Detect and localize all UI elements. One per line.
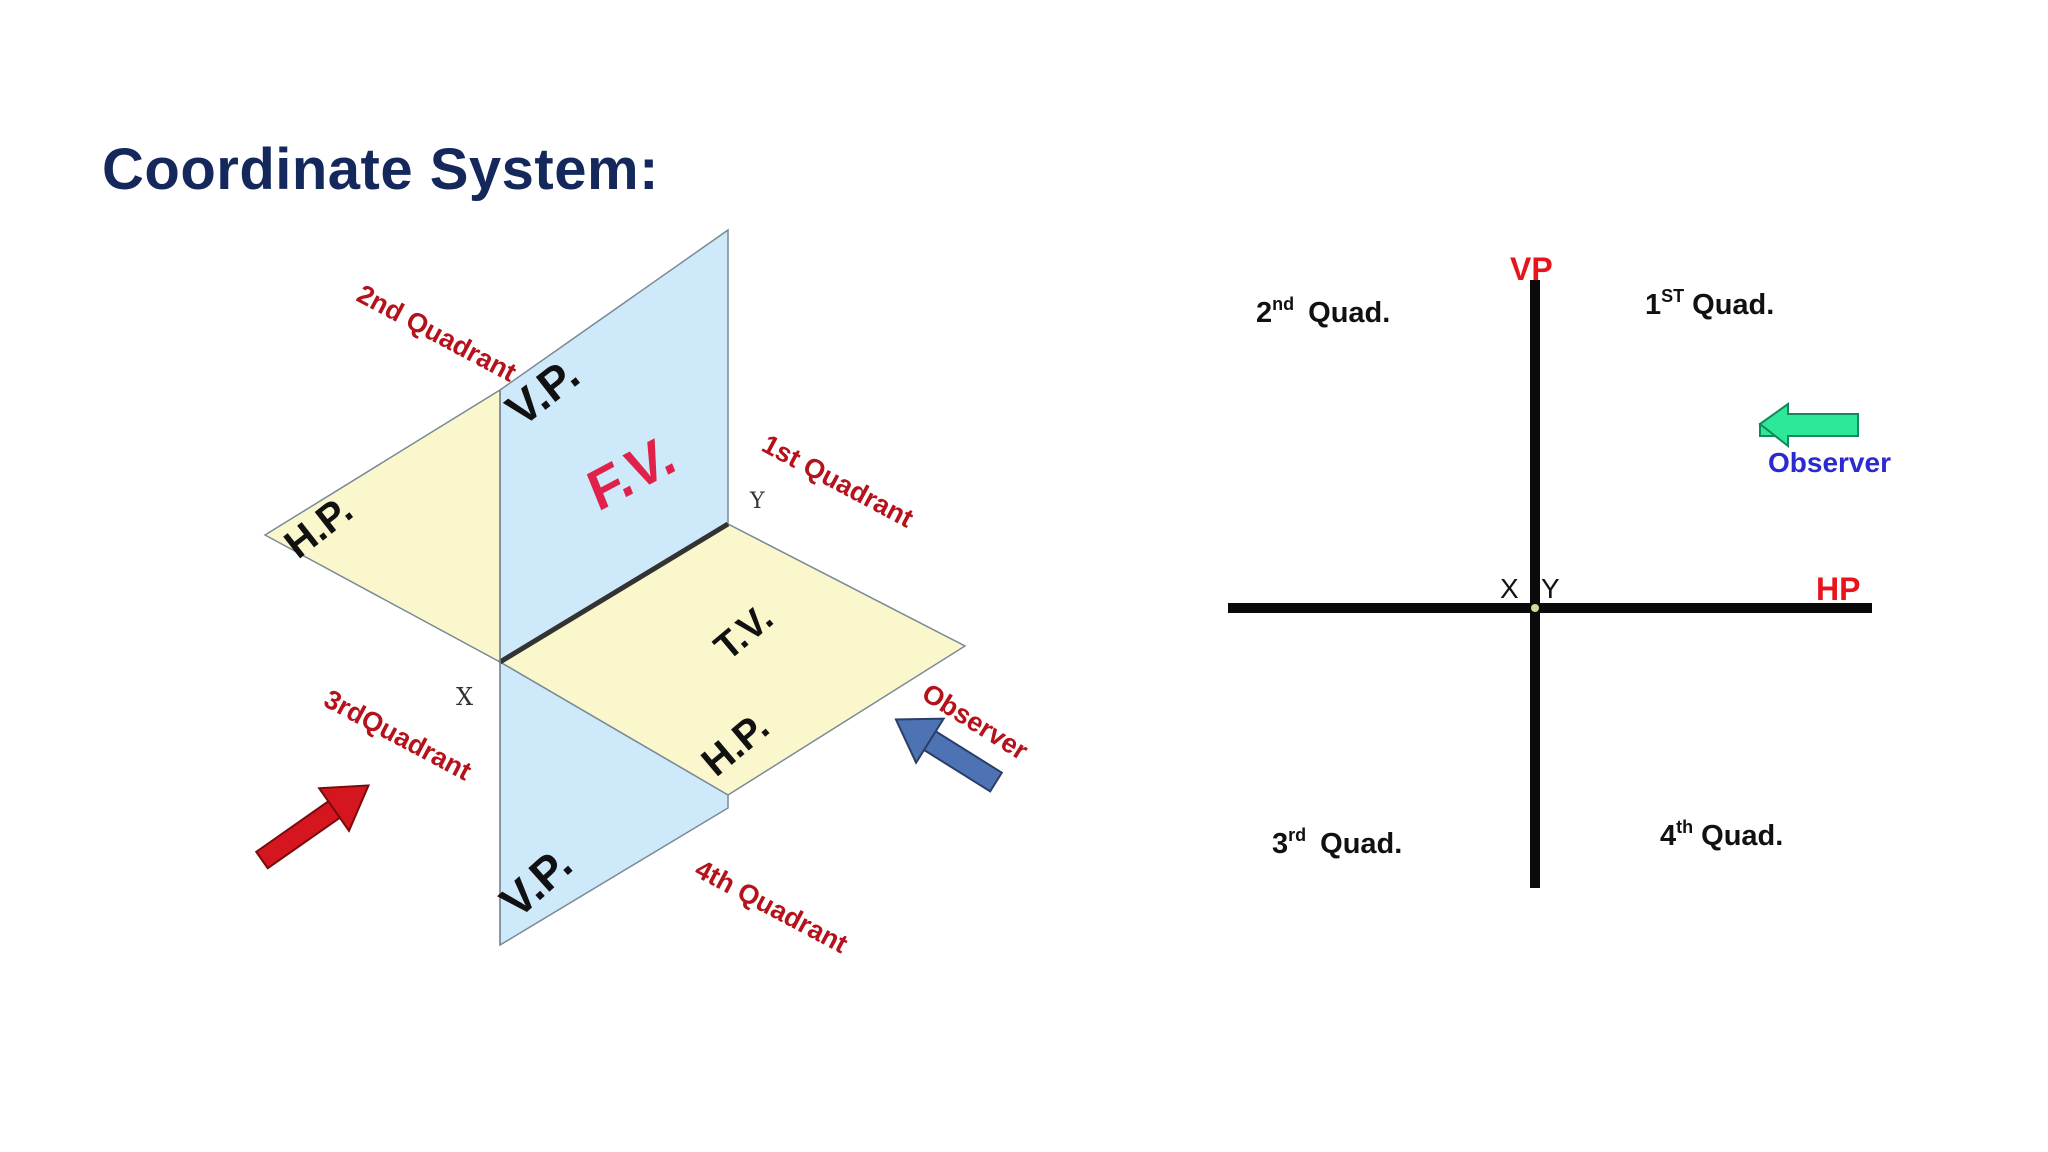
observer-label-right: Observer — [1768, 447, 1891, 478]
quadrant-4-label: 4th Quadrant — [690, 854, 852, 959]
y-axis-letter: Y — [1541, 573, 1560, 604]
y-label: Y — [749, 489, 765, 514]
red-arrow-icon — [254, 784, 371, 870]
page-title: Coordinate System: — [102, 137, 659, 202]
x-label: X — [456, 683, 473, 711]
hp-axis-label: HP — [1816, 571, 1860, 607]
quadrant-3-label: 3rdQuadrant — [319, 684, 476, 787]
quadrant-2-label: 2nd Quadrant — [352, 279, 521, 388]
vp-axis-label: VP — [1510, 251, 1553, 287]
observer-arrow-icon — [1758, 402, 1859, 449]
blue-arrow-icon — [894, 717, 1004, 793]
xy-line — [498, 521, 730, 665]
quadrant-1-label: 1st Quadrant — [757, 429, 918, 534]
isometric-planes-diagram: V.P. F.V. H.P. T.V. H.P. V.P. X Y 2nd Qu… — [254, 228, 1034, 959]
x-axis-letter: X — [1500, 573, 1519, 604]
